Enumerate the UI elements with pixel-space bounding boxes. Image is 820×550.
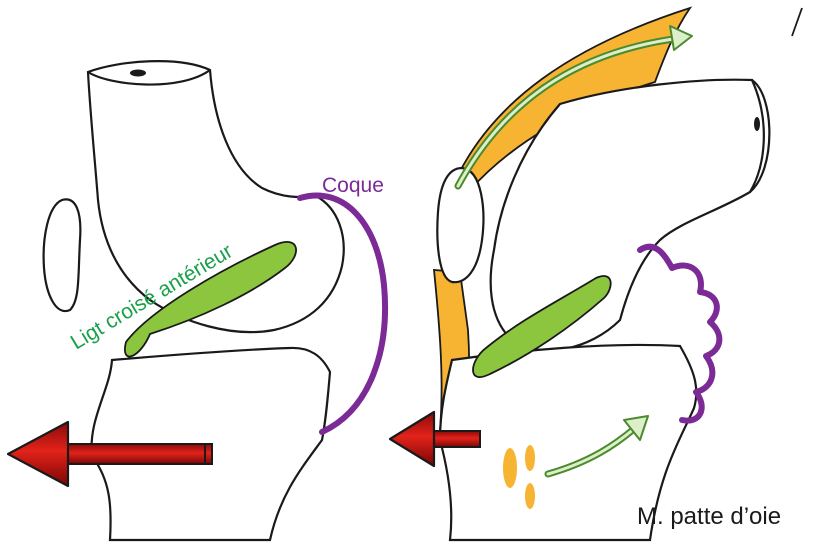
pes-anserinus-dot xyxy=(525,445,535,471)
pes-anserinus-dot xyxy=(503,448,517,488)
right-knee: M. patte d’oie xyxy=(390,8,781,540)
label-coque: Coque xyxy=(322,174,384,197)
right-medullary-canal xyxy=(754,117,760,131)
label-patte-oie: M. patte d’oie xyxy=(637,503,781,530)
left-knee: Coque Ligt croisé antérieur xyxy=(8,61,385,540)
stray-line xyxy=(792,8,802,36)
pes-anserinus-dot xyxy=(525,483,535,509)
left-medullary-canal xyxy=(130,70,146,77)
left-patella xyxy=(44,199,81,311)
